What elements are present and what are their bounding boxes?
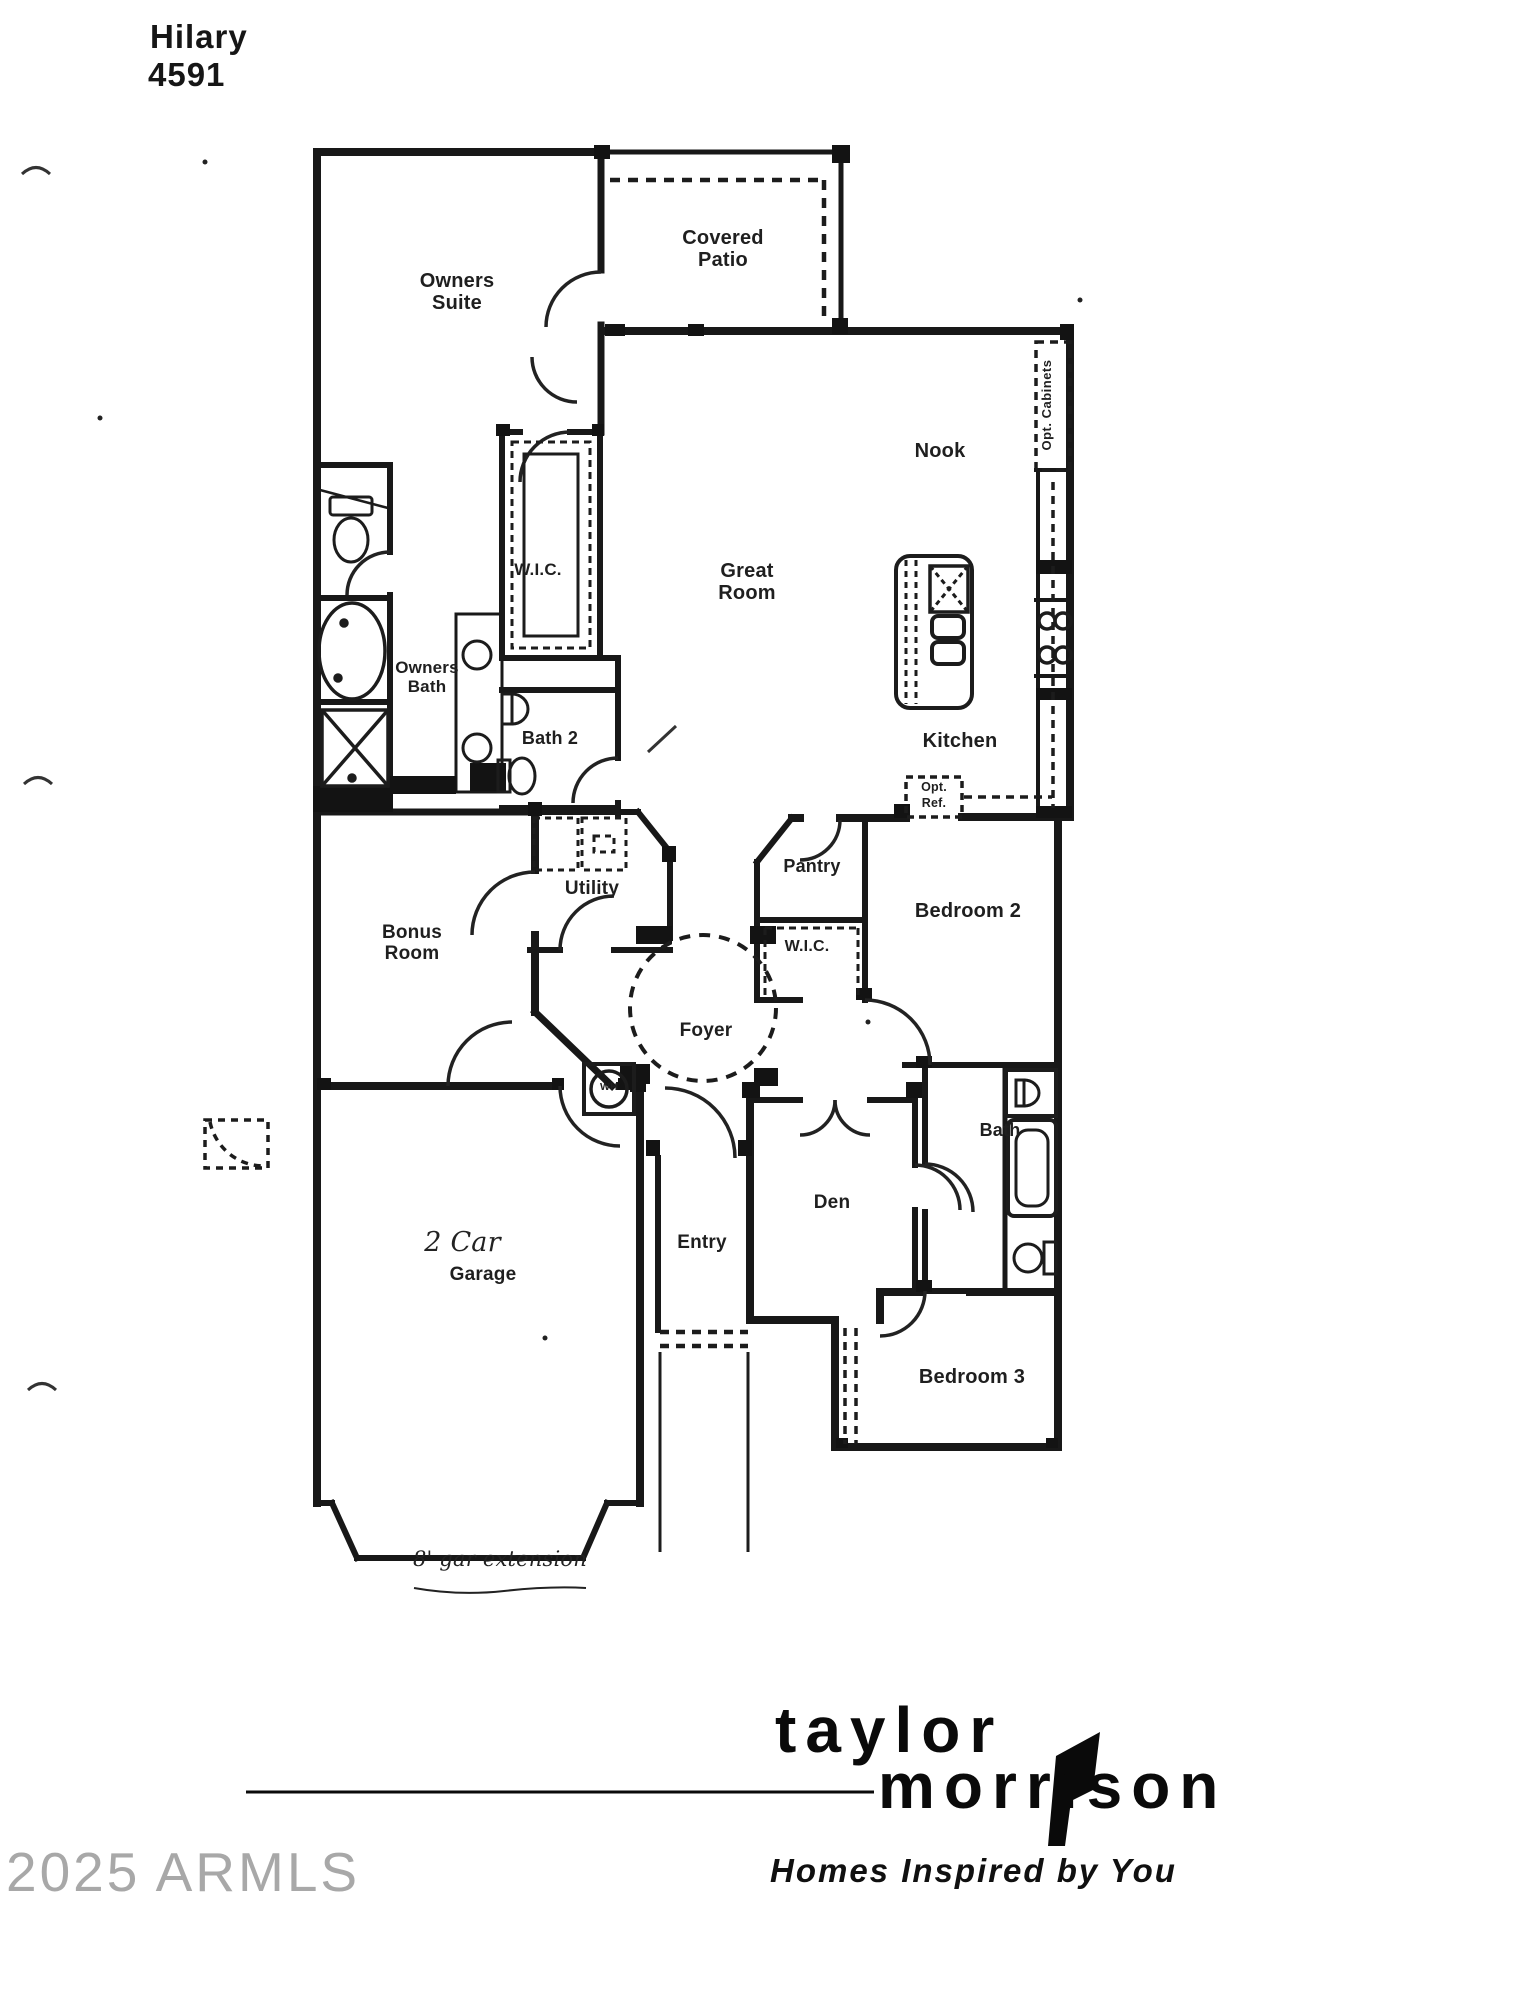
wic-shelving-inner [522,452,580,638]
scan-artifacts [20,159,1083,1392]
bath2-toilet-icon [496,756,537,796]
vanity-sinks-icon [461,639,493,764]
walkway-lines [658,1352,750,1552]
brand-tagline: Homes Inspired by You [770,1852,1177,1889]
room-label-hall-bath: Bath [979,1120,1021,1140]
taylor-morrison-arrow [1048,1732,1100,1846]
room-label-utility: Utility [564,878,620,899]
patio-outline-dashed [610,177,827,324]
annotation-opt-refrigerator: Opt. Ref. [921,780,947,810]
room-label-owners-wic: W.I.C. [514,560,562,579]
room-label-den: Den [813,1192,851,1213]
cooktop-icon [1037,611,1073,665]
annotation-garage-extension: 8' gar extension [412,1547,587,1571]
hall-bath-sink-icon [1004,1068,1058,1118]
owners-toilet-icon [319,488,389,564]
armls-watermark: 2025 ARMLS [6,1841,361,1903]
room-label-great-room: Great Room [718,560,776,605]
door-swings [345,270,975,1338]
bedroom3-closet-dashed [843,1328,858,1444]
kitchen-island-icon [894,554,974,710]
annotation-water-heater: WH [600,1081,618,1093]
hall-bath-toilet-icon [1012,1240,1058,1276]
wic-shelving-dashed [510,440,860,995]
room-label-owners-bath: Owners Bath [395,658,459,697]
room-label-covered-patio: Covered Patio [682,227,764,272]
fixtures [317,488,1073,1276]
hall-bath-tub-icon [1006,1118,1058,1218]
room-label-bath-2: Bath 2 [521,728,579,748]
room-label-entry: Entry [677,1232,727,1253]
room-label-bedroom-2: Bedroom 2 [914,900,1022,922]
room-label-garage-handwritten: 2 Car [424,1227,501,1258]
room-label-owners-suite: Owners Suite [419,270,495,315]
water-heater-icon [582,1062,636,1116]
owners-shower-icon [320,708,390,788]
opt-cabinets-dashed [964,340,1072,808]
owners-tub-icon [317,601,387,701]
garage-extension-underline [413,1586,587,1594]
plan-title-number: 4591 [148,56,226,93]
logo-word-taylor: taylor [775,1694,1004,1766]
room-label-bedroom-2-wic: W.I.C. [784,938,830,955]
opt-ref-box [904,775,964,819]
foyer-circle [628,933,778,1083]
room-label-bonus-room: Bonus Room [381,922,443,965]
plan-title-name: Hilary [150,18,248,55]
bath2-sink-icon [500,692,530,726]
room-label-garage: Garage [449,1264,517,1285]
logo-word-morrison: morrison [878,1750,1228,1822]
room-label-foyer: Foyer [679,1020,733,1041]
annotation-opt-cabinets: Opt. Cabinets [1039,359,1054,451]
room-label-bedroom-3: Bedroom 3 [918,1366,1026,1388]
room-label-kitchen: Kitchen [922,730,998,752]
room-label-pantry: Pantry [783,856,841,876]
washer-dryer-icon [532,816,628,872]
room-label-nook: Nook [914,440,966,462]
optional-garage-door-dashed [203,1118,270,1170]
front-door-dashed [660,1329,748,1349]
